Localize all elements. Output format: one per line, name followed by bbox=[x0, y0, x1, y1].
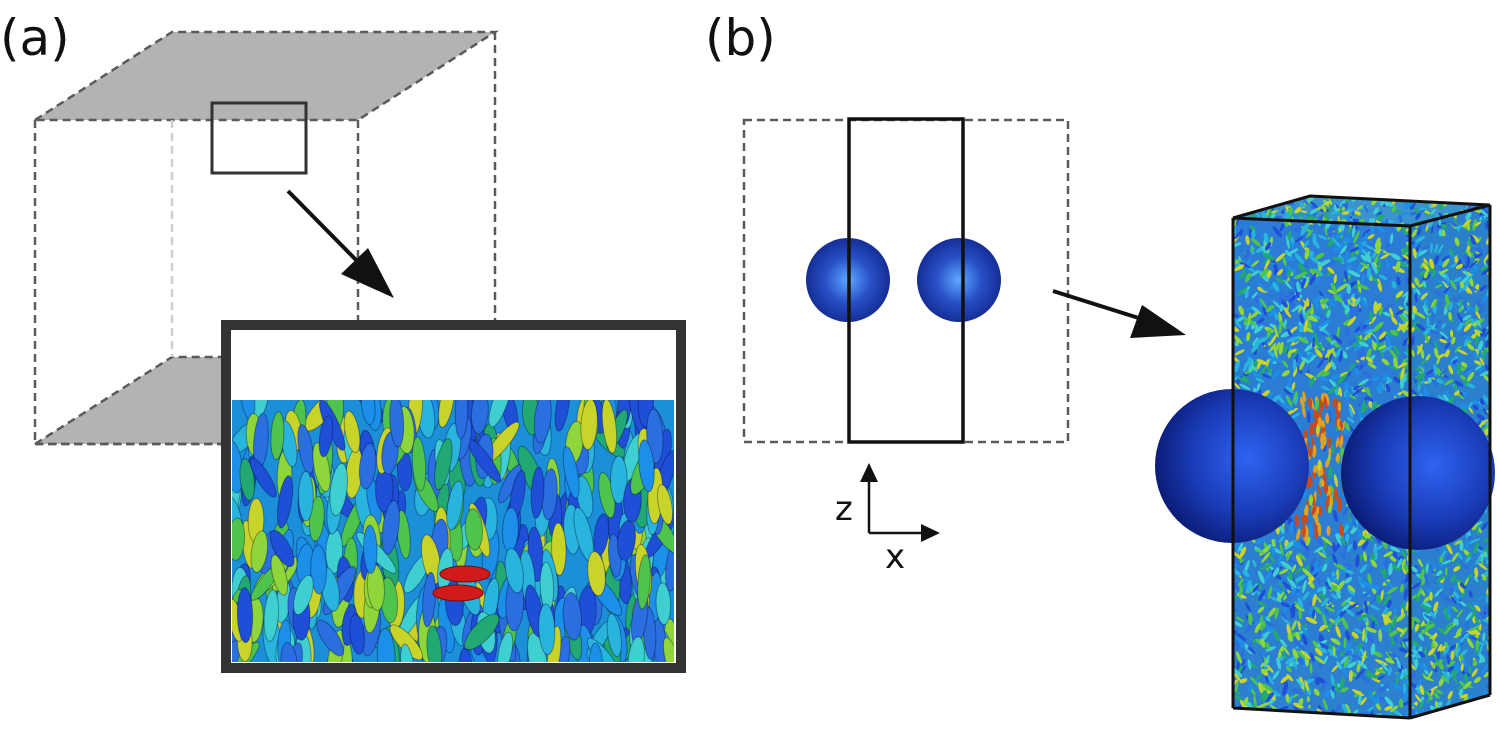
panel-label-b: (b) bbox=[705, 9, 776, 67]
simulation-box-render bbox=[1155, 194, 1495, 720]
top-view-schematic bbox=[742, 117, 1070, 444]
sphere-icon bbox=[1341, 396, 1495, 550]
selection-rectangle bbox=[210, 101, 308, 175]
liquid-crystal-particles bbox=[232, 400, 674, 662]
panel-label-a: (a) bbox=[0, 9, 70, 67]
x-arrow-icon bbox=[921, 524, 940, 542]
top-plate bbox=[30, 30, 500, 122]
highlighted-particles bbox=[432, 565, 491, 602]
x-axis-label: x bbox=[885, 537, 905, 577]
coordinate-axes: z x bbox=[835, 463, 940, 577]
arrow-icon bbox=[1052, 289, 1186, 338]
arrow-icon bbox=[286, 189, 394, 298]
outer-dashed-box bbox=[742, 118, 1070, 444]
z-axis-label: z bbox=[835, 489, 853, 529]
sphere-icon bbox=[917, 238, 1001, 322]
box-edges bbox=[1231, 194, 1492, 720]
inset-zoom bbox=[221, 320, 686, 673]
slab-rectangle bbox=[847, 117, 965, 444]
z-arrow-icon bbox=[860, 463, 878, 482]
